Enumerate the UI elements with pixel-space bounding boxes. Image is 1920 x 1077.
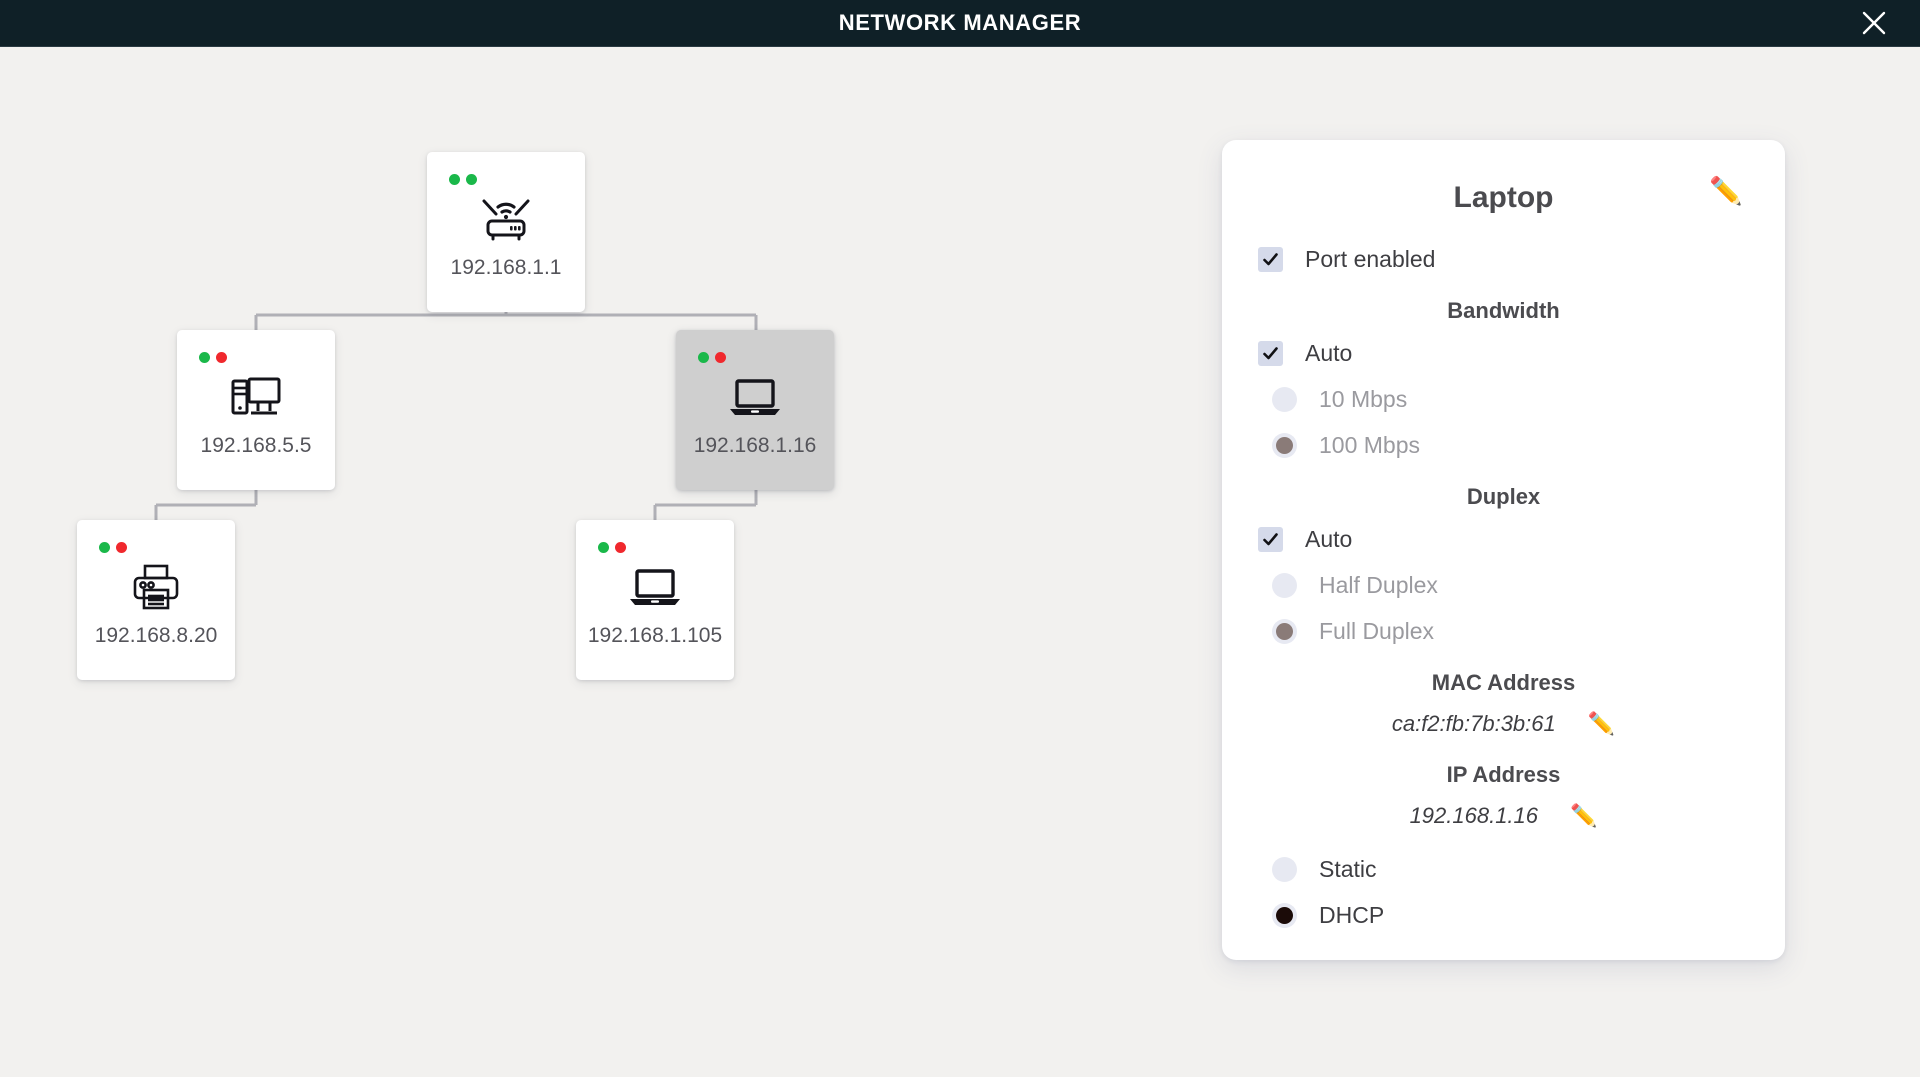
wifi-router-icon <box>476 192 536 248</box>
led-red <box>116 542 127 553</box>
led-green <box>698 352 709 363</box>
node-router[interactable]: 192.168.1.1 <box>427 152 585 312</box>
static-label: Static <box>1319 855 1377 882</box>
printer-icon <box>128 560 184 616</box>
duplex-half-label: Half Duplex <box>1319 571 1438 598</box>
topology-canvas: 192.168.1.1 <box>0 47 1920 1077</box>
close-icon[interactable] <box>1852 1 1896 45</box>
mac-address-heading: MAC Address <box>1431 670 1576 695</box>
device-detail-panel: Laptop ✏️ Port enabled Bandwidth Auto 10… <box>1222 140 1785 960</box>
mac-address-value: ca:f2:fb:7b:3b:61 <box>1391 711 1556 736</box>
led-red <box>216 352 227 363</box>
node-status-leds <box>698 352 726 363</box>
duplex-option-half[interactable]: Half Duplex <box>1258 562 1749 608</box>
node-status-leds <box>199 352 227 363</box>
led-green <box>466 174 477 185</box>
bandwidth-option-auto[interactable]: Auto <box>1258 330 1749 376</box>
led-red <box>615 542 626 553</box>
laptop-icon <box>726 370 784 426</box>
bandwidth-option-100mbps[interactable]: 100 Mbps <box>1258 422 1749 468</box>
window-title: NETWORK MANAGER <box>838 10 1082 35</box>
duplex-half-radio[interactable] <box>1272 572 1297 598</box>
node-label: 192.168.1.105 <box>587 624 723 647</box>
pencil-edit-icon[interactable]: ✏️ <box>1587 711 1616 736</box>
pencil-edit-icon[interactable]: ✏️ <box>1709 176 1743 206</box>
led-red <box>715 352 726 363</box>
port-enabled-checkbox[interactable] <box>1258 246 1283 272</box>
panel-title: Laptop <box>1453 181 1554 214</box>
laptop-icon <box>626 560 684 616</box>
mac-address-row: ca:f2:fb:7b:3b:61 ✏️ <box>1258 702 1749 746</box>
bandwidth-auto-label: Auto <box>1305 339 1353 366</box>
static-radio[interactable] <box>1272 856 1297 882</box>
node-label: 192.168.1.1 <box>450 256 562 279</box>
pencil-edit-icon[interactable]: ✏️ <box>1570 803 1598 828</box>
node-label: 192.168.5.5 <box>200 434 312 457</box>
duplex-option-full[interactable]: Full Duplex <box>1258 608 1749 654</box>
led-green <box>449 174 460 185</box>
dhcp-label: DHCP <box>1319 901 1385 928</box>
dhcp-radio[interactable] <box>1272 902 1297 928</box>
bandwidth-option-10mbps[interactable]: 10 Mbps <box>1258 376 1749 422</box>
node-status-leds <box>449 174 477 185</box>
ip-address-row: 192.168.1.16 ✏️ <box>1258 794 1749 838</box>
duplex-auto-label: Auto <box>1305 525 1353 552</box>
title-bar: NETWORK MANAGER <box>0 0 1920 47</box>
node-status-leds <box>598 542 626 553</box>
bandwidth-heading: Bandwidth <box>1447 298 1560 323</box>
desktop-computer-icon <box>227 370 285 426</box>
duplex-option-auto[interactable]: Auto <box>1258 516 1749 562</box>
duplex-full-radio[interactable] <box>1272 618 1297 644</box>
bandwidth-100mbps-radio[interactable] <box>1272 432 1297 458</box>
node-laptop-selected[interactable]: 192.168.1.16 <box>676 330 834 490</box>
bandwidth-100mbps-label: 100 Mbps <box>1319 431 1421 458</box>
led-green <box>199 352 210 363</box>
duplex-full-label: Full Duplex <box>1319 617 1435 644</box>
node-label: 192.168.1.16 <box>693 434 817 457</box>
bandwidth-auto-checkbox[interactable] <box>1258 340 1283 366</box>
node-laptop-2[interactable]: 192.168.1.105 <box>576 520 734 680</box>
panel-header: Laptop ✏️ <box>1258 170 1749 226</box>
port-enabled-label: Port enabled <box>1305 245 1436 272</box>
node-desktop[interactable]: 192.168.5.5 <box>177 330 335 490</box>
port-enabled-row[interactable]: Port enabled <box>1258 236 1749 282</box>
duplex-heading: Duplex <box>1466 484 1541 509</box>
duplex-auto-checkbox[interactable] <box>1258 526 1283 552</box>
addressing-option-static[interactable]: Static <box>1258 846 1749 892</box>
node-printer[interactable]: 192.168.8.20 <box>77 520 235 680</box>
bandwidth-10mbps-label: 10 Mbps <box>1319 385 1408 412</box>
led-green <box>99 542 110 553</box>
ip-address-value: 192.168.1.16 <box>1409 803 1539 828</box>
addressing-option-dhcp[interactable]: DHCP <box>1258 892 1749 938</box>
led-green <box>598 542 609 553</box>
ip-address-heading: IP Address <box>1446 762 1561 787</box>
node-status-leds <box>99 542 127 553</box>
bandwidth-10mbps-radio[interactable] <box>1272 386 1297 412</box>
node-label: 192.168.8.20 <box>94 624 218 647</box>
